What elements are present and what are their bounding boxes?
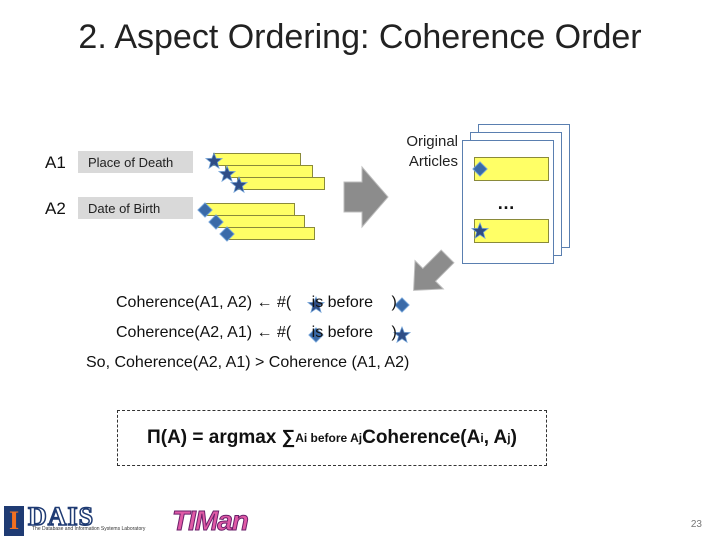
star-icon — [218, 165, 236, 182]
coherence-line-1: Coherence(A1, A2) ← #( is before ) — [116, 294, 397, 312]
coherence-line-1-arrow: ← — [256, 294, 273, 311]
formula-j: j — [507, 431, 511, 445]
original-articles-label: Original Articles — [406, 133, 458, 170]
timan-logo: TIMan — [172, 505, 250, 537]
coherence-line-2-mid2: is before — [307, 324, 378, 341]
aspect-a1-label: A1 — [45, 153, 66, 172]
formula-close: ) — [510, 427, 517, 448]
formula-coherence: Coherence(A — [362, 427, 481, 448]
coherence-line-1-mid2: is before — [307, 294, 378, 311]
coherence-line-2-arrow: ← — [256, 324, 273, 341]
daais-logo-text: DAIS — [27, 501, 95, 532]
daais-logo-caption: The Database and Information Systems Lab… — [32, 526, 146, 532]
aspect-a2-text: Date of Birth — [88, 200, 161, 216]
illinois-i-icon: I — [4, 506, 24, 536]
coherence-conclusion: So, Coherence(A2, A1) > Coherence (A1, A… — [86, 354, 410, 371]
aspect-a2-label: A2 — [45, 199, 66, 218]
star-icon — [205, 152, 223, 169]
coherence-line-2-mid1: #( — [272, 324, 292, 341]
formula-sep: , A — [483, 427, 508, 448]
diamond-icon — [472, 161, 488, 177]
star-icon — [230, 176, 248, 193]
coherence-line-2: Coherence(A2, A1) ← #( is before ) — [116, 324, 397, 342]
diamond-icon — [197, 202, 213, 218]
formula-main: Π(A) = argmax ∑ — [147, 427, 296, 448]
formula-sub: Ai before Aj — [295, 431, 363, 445]
diamond-icon — [208, 214, 224, 230]
coherence-line-1-suffix: ) — [391, 294, 397, 311]
down-left-arrow-icon — [413, 249, 455, 291]
diamond-icon — [219, 226, 235, 242]
article-ellipsis: … — [497, 193, 515, 213]
coherence-line-1-prefix: Coherence(A1, A2) — [116, 294, 257, 311]
coherence-line-2-prefix: Coherence(A2, A1) — [116, 324, 257, 341]
article-sentence-2 — [474, 219, 549, 243]
star-icon — [471, 222, 489, 239]
aspect-a1-text: Place of Death — [88, 154, 174, 170]
aspect-a1-box: Place of Death — [78, 151, 193, 173]
coherence-line-2-suffix: ) — [391, 324, 397, 341]
slide-title: 2. Aspect Ordering: Coherence Order — [78, 18, 642, 56]
aspect-a2-box: Date of Birth — [78, 197, 193, 219]
daais-logo: I DAIS The Database and Information Syst… — [2, 501, 172, 540]
formula-i: i — [480, 431, 484, 445]
page-number: 23 — [690, 519, 702, 530]
diamond-icon — [394, 297, 410, 313]
right-arrow-icon — [343, 165, 389, 229]
coherence-line-1-mid1: #( — [272, 294, 292, 311]
